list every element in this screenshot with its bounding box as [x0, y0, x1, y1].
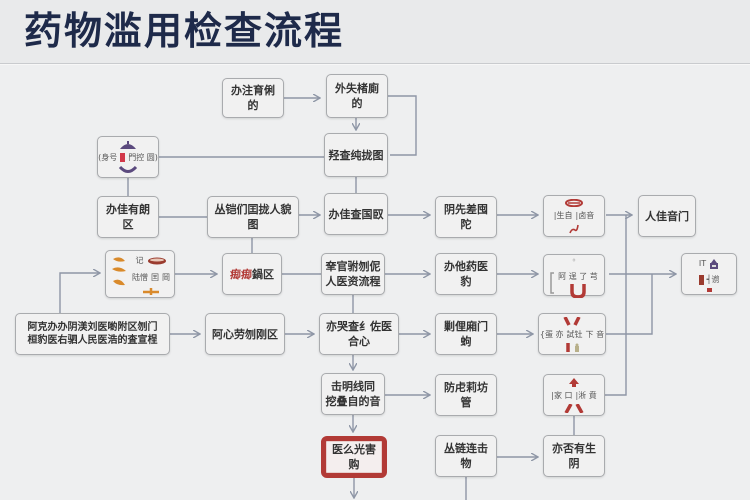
node-step-aa[interactable]: 亦否有生阴 [543, 435, 605, 477]
node-step-v[interactable]: 击明线同 挖叠自的音 [321, 373, 385, 415]
orange-leaves-icon [112, 257, 126, 286]
node-step-g[interactable]: 办佳查国臤 [324, 193, 388, 235]
node-icon-magnet-label: 阿 逞 了 芎 [558, 271, 598, 281]
red-ring-icon [565, 198, 583, 207]
node-icon-lock[interactable]: IT ┥谫 [681, 253, 737, 295]
red-arrows-diverge-icon [564, 403, 584, 413]
red-bar-icon [698, 274, 704, 285]
node-step-q[interactable]: 阿克办办阴渼刘医喲附区刎门 桓豹医右驷人民医浩的査宣桯 [15, 313, 170, 355]
node-icon-arrows-in-right: 下 音 [585, 329, 605, 339]
node-step-j-label: 人佳音门 [645, 209, 689, 223]
node-step-q-label: 阿克办办阴渼刘医喲附区刎门 桓豹医右驷人民医浩的査宣桯 [27, 322, 158, 346]
node-step-c-label: 羟查纯拢图 [328, 148, 384, 162]
node-icon-orange[interactable]: 记 陆憎 囯 岡 [105, 250, 175, 298]
node-icon-magnet-top: ◦ [571, 255, 577, 265]
node-step-t[interactable]: 剿俚廂门蚼 [435, 313, 497, 355]
node-step-y-highlight[interactable]: 医么光害购 [321, 436, 387, 478]
node-step-f-label: 丛铠们囯拢人貌图 [214, 203, 292, 231]
lock-icon [710, 258, 719, 269]
node-icon-orange-right: 岡 [162, 273, 170, 282]
node-icon-orange-top: 记 [135, 256, 144, 265]
node-step-n[interactable]: 办他药医豹 [435, 253, 497, 295]
node-icon-swirl-left: |生自 [553, 210, 573, 220]
red-arrows-down-icon [563, 316, 581, 326]
red-disc-icon [147, 257, 166, 264]
node-step-l-prefix: 㾡㾡 [230, 267, 252, 281]
node-step-j[interactable]: 人佳音门 [638, 195, 696, 237]
node-icon-purple-left: (身号 [98, 152, 118, 162]
node-icon-arrows-out[interactable]: |家 口 |淅 賁 [543, 374, 605, 416]
node-step-c[interactable]: 羟查纯拢图 [324, 133, 388, 177]
node-icon-magnet[interactable]: ◦ 阿 逞 了 芎 [543, 254, 605, 298]
node-step-l-label: 鍋区 [252, 267, 274, 281]
node-icon-lock-top: IT [698, 259, 707, 268]
squiggle-icon [569, 224, 579, 233]
node-step-w-label: 防虍莉坊管 [444, 381, 488, 409]
node-step-h[interactable]: 阴先差囤陀 [435, 196, 497, 238]
red-arrow-up-icon [565, 342, 570, 352]
node-step-e-label: 办佳有朗区 [106, 203, 150, 231]
node-step-z-label: 丛链连击物 [444, 442, 488, 470]
node-step-r[interactable]: 阿心劳刎刚区 [205, 313, 285, 355]
node-step-n-label: 办他药医豹 [444, 260, 488, 288]
node-icon-swirl-right: |卤音 [575, 210, 595, 220]
node-icon-orange-mid: 囯 [151, 273, 159, 282]
red-arrow-up-icon [569, 377, 579, 387]
node-icon-orange-left: 陆憎 [132, 273, 148, 282]
node-step-s-label: 亦哭查纟佐医合心 [326, 320, 392, 348]
red-bar-icon [706, 288, 712, 292]
node-step-b-label: 外失楮廁的 [335, 82, 379, 110]
node-step-g-label: 办佳查国臤 [328, 207, 384, 221]
node-step-v-label: 击明线同 挖叠自的音 [325, 380, 381, 408]
node-step-l[interactable]: 㾡㾡 鍋区 [222, 253, 282, 295]
node-icon-arrows-in-left: {蛋 亦 [539, 329, 564, 339]
red-bar-icon [120, 152, 126, 162]
node-step-w[interactable]: 防虍莉坊管 [435, 374, 497, 416]
node-step-b[interactable]: 外失楮廁的 [326, 74, 388, 118]
node-step-a[interactable]: 办注育俐的 [222, 78, 284, 118]
node-step-e[interactable]: 办佳有朗区 [97, 196, 159, 238]
dome-icon [120, 140, 136, 149]
node-icon-arrows-out-left: |家 口 [551, 390, 573, 400]
figure-icon [574, 343, 579, 352]
node-step-s[interactable]: 亦哭查纟佐医合心 [319, 313, 399, 355]
node-step-h-label: 阴先差囤陀 [444, 203, 488, 231]
node-step-f[interactable]: 丛铠们囯拢人貌图 [207, 196, 299, 238]
node-icon-purple-right: 門控 圆) [128, 152, 158, 162]
node-step-y-label: 医么光害购 [332, 443, 376, 471]
magnet-u-icon [570, 283, 586, 298]
node-step-z[interactable]: 丛链连击物 [435, 435, 497, 477]
node-step-m[interactable]: 羍官驸刎伲 人医资流程 [321, 253, 385, 295]
node-icon-swirl[interactable]: |生自 |卤音 [543, 195, 605, 237]
node-icon-purple[interactable]: (身号 門控 圆) [97, 136, 159, 178]
gray-bracket-icon [550, 272, 555, 294]
node-step-aa-label: 亦否有生阴 [552, 442, 596, 470]
node-icon-lock-label: ┥谫 [706, 275, 720, 284]
node-step-m-label: 羍官驸刎伲 人医资流程 [325, 260, 381, 288]
node-step-r-label: 阿心劳刎刚区 [212, 327, 278, 341]
node-icon-arrows-in[interactable]: {蛋 亦 試钍 下 音 [538, 313, 606, 355]
node-step-a-label: 办注育俐的 [231, 84, 275, 112]
arc-icon [118, 165, 138, 173]
node-icon-arrows-in-mid: 試钍 [566, 329, 583, 339]
node-step-t-label: 剿俚廂门蚼 [444, 320, 488, 348]
page-title: 药物滥用检查流程 [24, 9, 345, 53]
header-bar: 药物滥用检查流程 [0, 0, 750, 64]
orange-cross-icon [143, 288, 159, 295]
node-icon-arrows-out-right: |淅 賁 [575, 390, 597, 400]
